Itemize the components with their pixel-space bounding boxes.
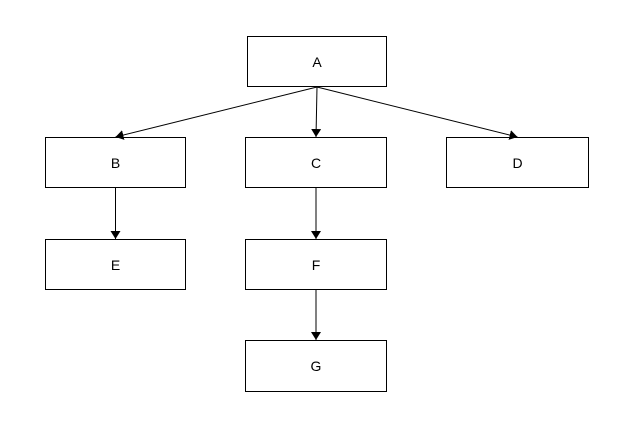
node-D: D (446, 137, 589, 188)
node-label-D: D (512, 154, 523, 171)
node-B: B (45, 137, 186, 188)
node-label-F: F (311, 256, 321, 273)
node-G: G (245, 340, 387, 392)
node-F: F (245, 239, 387, 290)
node-label-G: G (310, 358, 322, 374)
node-label-A: A (312, 53, 322, 70)
node-label-B: B (110, 154, 121, 171)
node-label-E: E (110, 256, 121, 273)
node-C: C (245, 137, 387, 188)
edge-A-B (115, 86, 318, 140)
node-label-C: C (310, 154, 322, 171)
edge-A-C (311, 86, 322, 138)
node-E: E (45, 239, 186, 290)
edge-A-D (316, 86, 518, 140)
node-A: A (247, 36, 387, 87)
